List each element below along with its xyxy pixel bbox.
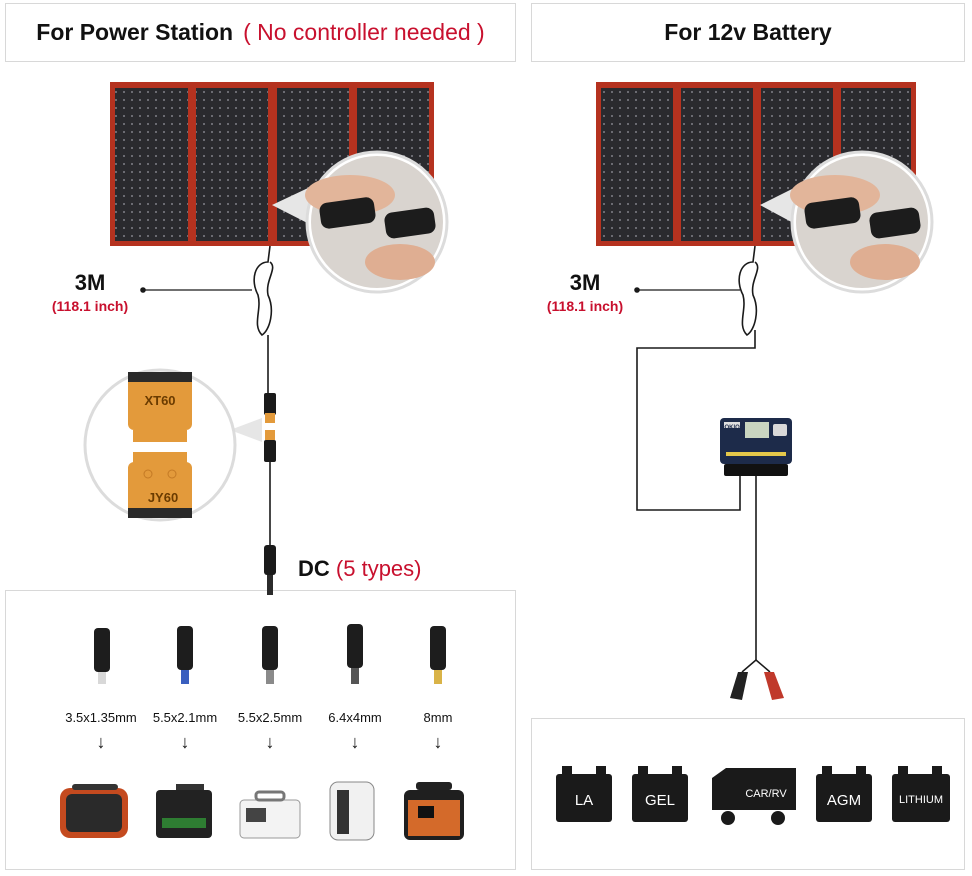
- xt60-label: XT60: [144, 393, 175, 408]
- battery-rv-label: CAR/RV: [745, 788, 787, 800]
- plug-size-4: 6.4x4mm: [328, 710, 382, 725]
- right-cable: [634, 245, 759, 660]
- battery-icons: [556, 766, 950, 825]
- dc-types: (5 types): [335, 556, 422, 581]
- power-station-1: [60, 784, 128, 838]
- controller-brand: DOKIO: [720, 425, 740, 431]
- battery-lithium-label: LITHIUM: [899, 794, 943, 806]
- dc-adapter-4: [347, 624, 363, 684]
- battery-la-label: LA: [575, 792, 593, 809]
- left-connector-magnifier: [272, 150, 449, 294]
- left-length-m: 3M: [74, 270, 106, 295]
- right-length-inch: (118.1 inch): [546, 298, 624, 314]
- battery-agm-label: AGM: [827, 792, 861, 809]
- plug-size-1: 3.5x1.35mm: [65, 710, 137, 725]
- charge-controller: [720, 418, 792, 476]
- left-note: ( No controller needed ): [243, 19, 485, 45]
- dc-text: DC: [298, 556, 330, 581]
- jy60-label: JY60: [148, 490, 178, 505]
- down-arrow-icon: ↓: [180, 732, 190, 752]
- power-station-3: [239, 790, 301, 839]
- battery-clamps: [730, 659, 784, 700]
- battery-icon-gel: [632, 766, 688, 822]
- left-cable-length: 3M (118.1 inch): [40, 270, 140, 314]
- down-arrow-icon: ↓: [265, 732, 275, 752]
- battery-icon-agm: [816, 766, 872, 822]
- battery-icon-la: [556, 766, 612, 822]
- down-arrow-icon: ↓: [433, 732, 443, 752]
- left-title: For Power Station: [36, 19, 234, 45]
- plug-size-2: 5.5x2.1mm: [152, 710, 218, 725]
- left-length-inch: (118.1 inch): [51, 298, 129, 314]
- dc-adapter-2: [177, 626, 193, 684]
- left-cable: [140, 245, 274, 545]
- rv-icon: [712, 768, 796, 825]
- right-header: For 12v Battery: [531, 3, 965, 62]
- dc-adapter-5: [430, 626, 446, 684]
- xt60-magnifier: [83, 368, 262, 522]
- right-title: For 12v Battery: [664, 19, 832, 45]
- inline-xt60-connector: [264, 393, 276, 462]
- dc-label: DC (5 types): [298, 556, 422, 582]
- dc-adapter-1: [94, 628, 110, 684]
- right-cable-length: 3M (118.1 inch): [535, 270, 635, 314]
- right-connector-magnifier: [760, 150, 934, 294]
- power-station-4: [329, 781, 375, 841]
- down-arrow-icon: ↓: [96, 732, 106, 752]
- left-header: For Power Station ( No controller needed…: [5, 3, 516, 62]
- down-arrow-icon: ↓: [350, 732, 360, 752]
- plug-size-5: 8mm: [423, 710, 453, 725]
- power-station-5: [404, 782, 464, 840]
- plug-size-3: 5.5x2.5mm: [237, 710, 303, 725]
- power-station-2: [156, 784, 212, 838]
- dc-adapter-3: [262, 626, 278, 684]
- battery-gel-label: GEL: [645, 792, 675, 809]
- power-stations: [60, 781, 464, 841]
- dc-adapters: [94, 624, 446, 684]
- battery-icon-lithium: [892, 766, 950, 822]
- right-length-m: 3M: [569, 270, 601, 295]
- dc-plug: [264, 545, 276, 595]
